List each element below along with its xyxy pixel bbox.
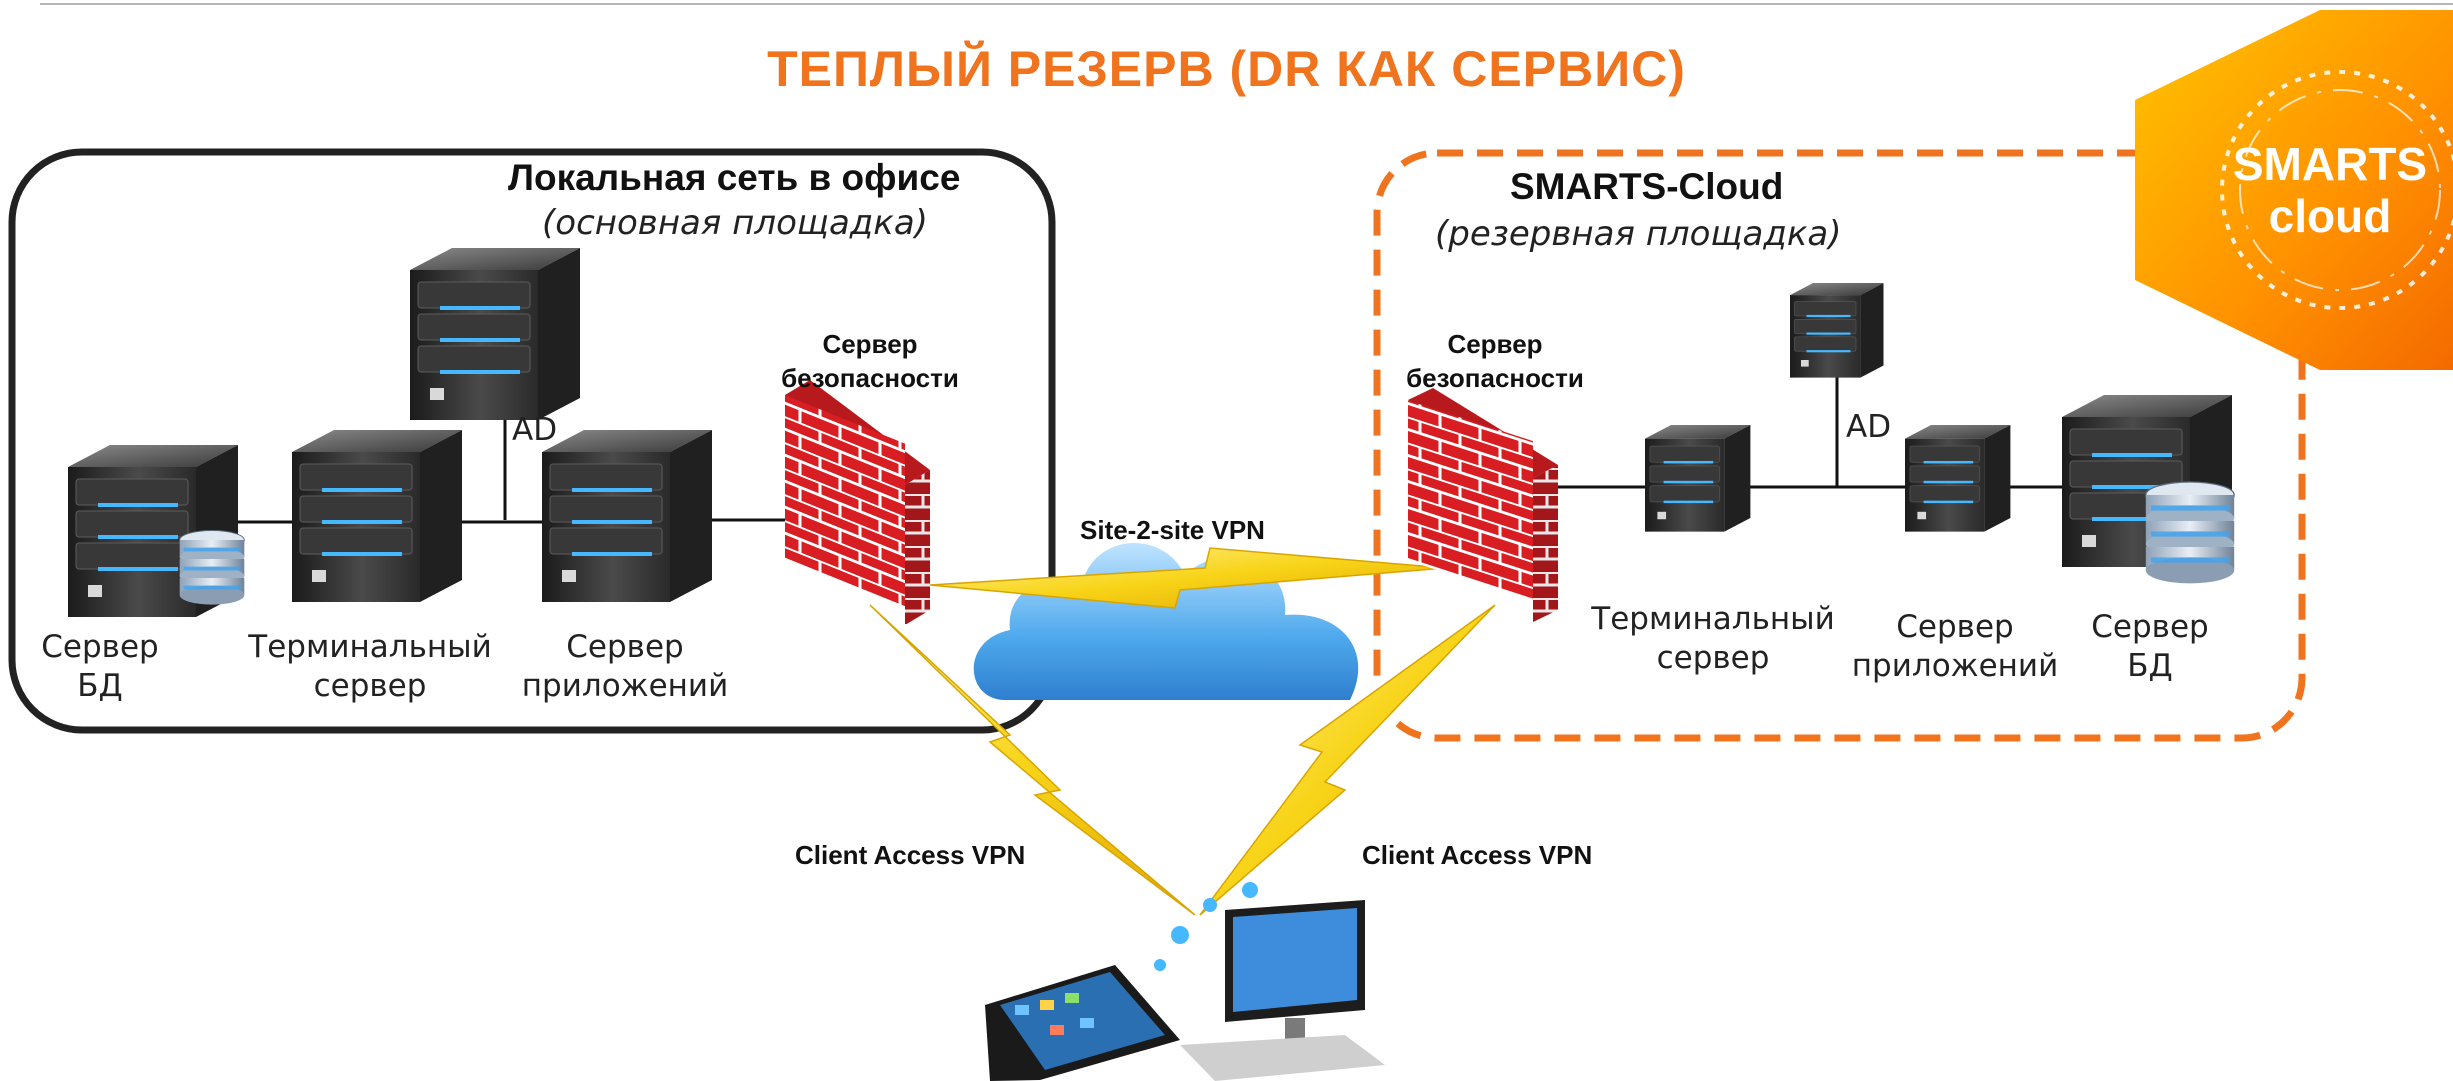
office-zone-title: Локальная сеть в офисе [508, 157, 961, 198]
client-vpn-left-bolt-icon [869, 604, 1196, 916]
office-ad-server-icon [409, 247, 581, 421]
site-to-site-vpn-label: Site-2-site VPN [1080, 515, 1265, 545]
cloud-ad-server-icon [1789, 282, 1884, 378]
cloud-network-lines [1555, 365, 2070, 489]
cloud-db-stack-icon [2145, 481, 2235, 585]
cloud-terminal-server-icon [1644, 424, 1751, 532]
cloud-site-frame [1373, 149, 2306, 742]
internet-label: Интернет [1117, 712, 1228, 739]
cloud-app-server-icon [1904, 424, 2011, 532]
office-zone-subtitle: (основная площадка) [542, 203, 928, 243]
client-vpn-right-label: Client Access VPN [1362, 840, 1593, 870]
office-frame [8, 148, 1056, 734]
cloud-zone-title: SMARTS-Cloud [1510, 166, 1784, 207]
office-app-server-icon [541, 429, 713, 603]
office-db-stack-icon [179, 530, 245, 606]
page-title: ТЕПЛЫЙ РЕЗЕРВ (DR КАК СЕРВИС) [767, 41, 1686, 97]
office-terminal-server-icon [291, 429, 463, 603]
office-ad-label: AD [512, 412, 558, 448]
client-devices-icon [985, 882, 1385, 1081]
cloud-ad-label: AD [1846, 409, 1892, 445]
cloud-firewall-icon [1408, 388, 1558, 622]
client-vpn-left-label: Client Access VPN [795, 840, 1026, 870]
client-vpn-right-bolt-icon [1199, 604, 1496, 916]
smarts-cloud-logo [2135, 10, 2453, 370]
office-firewall-icon [785, 380, 930, 625]
cloud-zone-subtitle: (резервная площадка) [1435, 214, 1842, 254]
